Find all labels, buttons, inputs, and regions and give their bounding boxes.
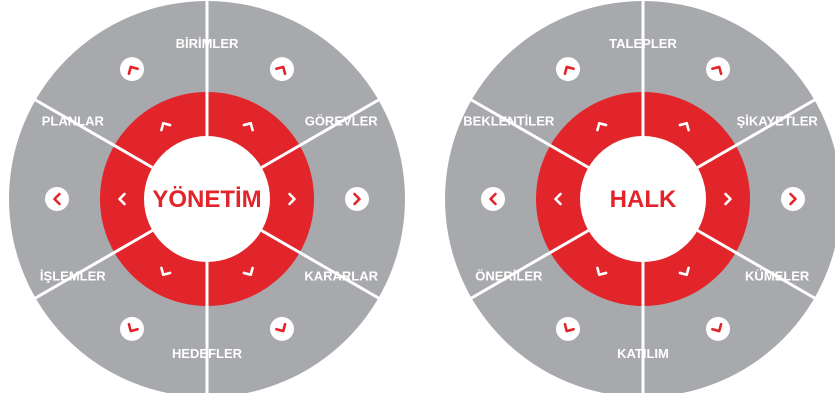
divider-chevron-icon: [353, 192, 361, 206]
divider-chevron-icon: [711, 322, 723, 333]
segment-divider: [469, 229, 590, 301]
segment-divider: [260, 229, 381, 301]
segment-label: KATILIM: [617, 346, 669, 361]
segment-label: PLANLAR: [42, 114, 105, 129]
segment-label: GÖREVLER: [305, 114, 379, 129]
center-title: YÖNETİM: [152, 186, 261, 213]
center-disc: [144, 136, 270, 262]
divider-badge[interactable]: [556, 316, 580, 341]
divider-chevron-icon: [127, 322, 139, 333]
divider-badge[interactable]: [120, 316, 144, 341]
segment-divider: [696, 229, 817, 301]
divider-chevron-icon: [127, 65, 139, 76]
divider-badge[interactable]: [345, 187, 369, 211]
divider-badge[interactable]: [45, 187, 69, 211]
divider-chevron-icon: [563, 65, 575, 76]
center-disc: [580, 136, 706, 262]
ring-chevron-icon: [288, 192, 296, 206]
segment-divider: [469, 97, 590, 169]
wheel-yonetim: BİRİMLER GÖREVLER KARARLAR HEDEFLER İŞLEMLER…: [9, 0, 405, 393]
divider-badge-disc: [345, 187, 369, 211]
divider-chevron-icon: [711, 65, 723, 76]
ring-chevron-icon: [242, 121, 254, 132]
segment-label: BEKLENTİLER: [463, 114, 555, 129]
segment-label: ÖNERİLER: [475, 269, 543, 284]
ring-chevron-icon: [678, 266, 690, 277]
divider-badge[interactable]: [556, 57, 580, 82]
ring-chevron-icon: [678, 121, 690, 132]
divider-badge-disc: [706, 57, 730, 82]
segment-divider: [696, 97, 817, 169]
divider-badge-disc: [120, 57, 144, 82]
segment-divider: [33, 229, 154, 301]
divider-badge[interactable]: [706, 316, 730, 341]
divider-badge-disc: [45, 187, 69, 211]
divider-badge[interactable]: [481, 187, 505, 211]
segment-divider: [33, 97, 154, 169]
divider-badge[interactable]: [706, 57, 730, 82]
ring-chevron-icon: [160, 266, 172, 277]
segment-label: BİRİMLER: [176, 36, 239, 51]
divider-badge-disc: [481, 187, 505, 211]
segment-divider: [260, 97, 381, 169]
segment-label: ŞİKAYETLER: [737, 114, 819, 129]
divider-badge[interactable]: [120, 57, 144, 82]
wheel-halk: TALEPLER ŞİKAYETLER KÜMELER KATILIM ÖNERİLER…: [445, 0, 835, 393]
divider-chevron-icon: [489, 192, 497, 206]
divider-chevron-icon: [53, 192, 61, 206]
center-title: HALK: [610, 186, 677, 213]
divider-badge-disc: [781, 187, 805, 211]
ring-chevron-icon: [724, 192, 732, 206]
divider-badge-disc: [706, 316, 730, 341]
segment-label: KARARLAR: [304, 269, 378, 284]
ring-chevron-icon: [596, 266, 608, 277]
ring-chevron-icon: [596, 121, 608, 132]
divider-badge-disc: [556, 57, 580, 82]
divider-badge[interactable]: [781, 187, 805, 211]
segment-label: HEDEFLER: [172, 346, 243, 361]
divider-badge-disc: [120, 316, 144, 341]
ring-chevron-icon: [242, 266, 254, 277]
ring-chevron-icon: [554, 192, 562, 206]
ring-chevron-icon: [160, 121, 172, 132]
divider-badge-disc: [556, 316, 580, 341]
divider-badge[interactable]: [270, 316, 294, 341]
segment-label: İŞLEMLER: [40, 269, 106, 284]
divider-chevron-icon: [563, 322, 575, 333]
divider-badge-disc: [270, 57, 294, 82]
divider-chevron-icon: [275, 65, 287, 76]
segment-label: KÜMELER: [745, 269, 810, 284]
divider-badge-disc: [270, 316, 294, 341]
segment-label: TALEPLER: [609, 36, 677, 51]
divider-chevron-icon: [275, 322, 287, 333]
divider-chevron-icon: [789, 192, 797, 206]
ring-chevron-icon: [118, 192, 126, 206]
divider-badge[interactable]: [270, 57, 294, 82]
